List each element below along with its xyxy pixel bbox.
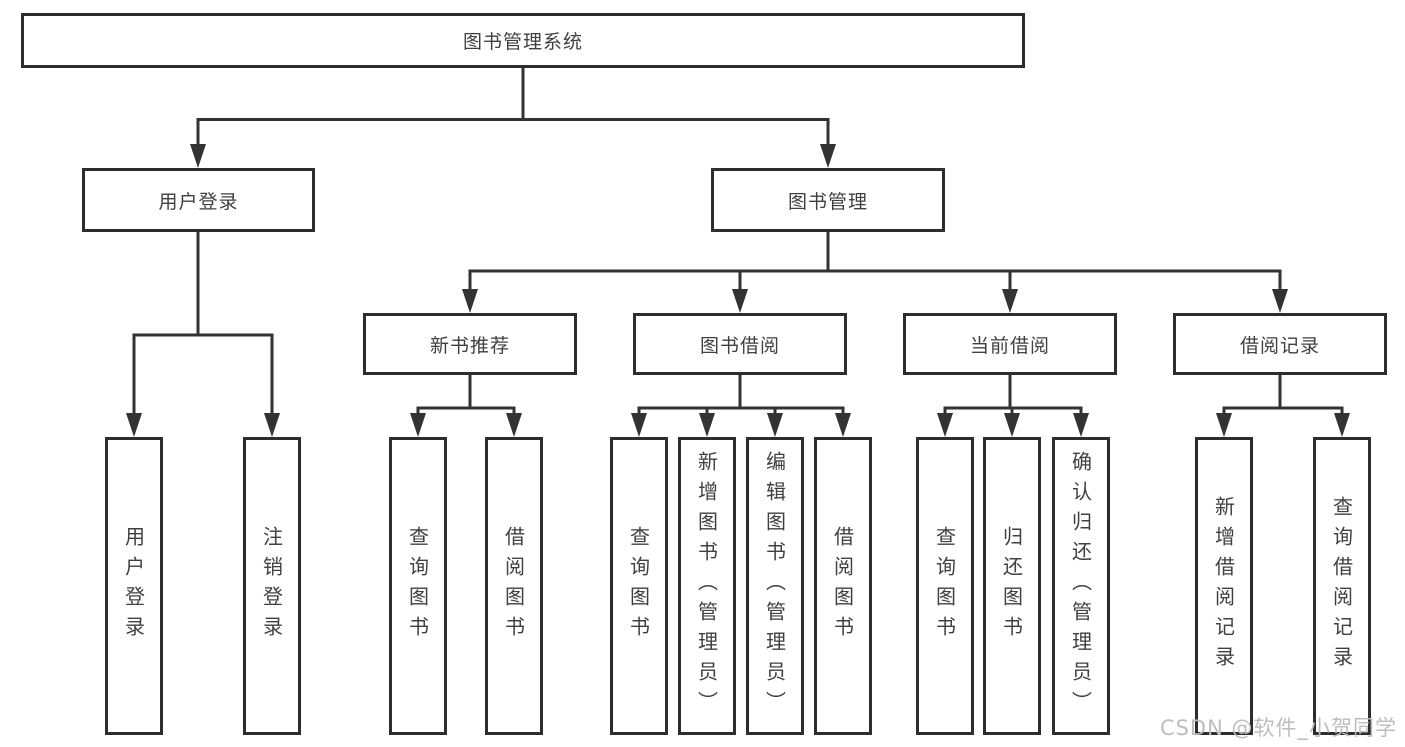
leaf-borrow-book-2-label: 借阅图书 [830,526,855,646]
arrow-down-icon [1216,413,1232,437]
arrow-down-icon [126,413,142,437]
node-borrow-record-label: 借阅记录 [1239,334,1320,357]
leaf-query-book-2-label: 查询图书 [626,526,651,646]
node-new-book-recommend-label: 新书推荐 [429,334,510,357]
arrow-down-icon [410,413,426,437]
node-current-borrow: 当前借阅 [903,313,1117,375]
arrow-down-icon [1004,413,1020,437]
leaf-return-book: 归还图书 [983,437,1041,735]
arrow-down-icon [190,144,206,168]
leaf-confirm-return-admin-label: 确认归还（管理员） [1068,451,1093,721]
arrow-down-icon [506,413,522,437]
node-book-borrow: 图书借阅 [633,313,847,375]
leaf-borrow-book-2: 借阅图书 [814,437,872,735]
leaf-add-book-admin: 新增图书（管理员） [678,437,736,735]
leaf-query-borrow-record-label: 查询借阅记录 [1329,496,1354,676]
arrow-down-icon [1073,413,1089,437]
arrow-down-icon [462,289,478,313]
leaf-query-book-1: 查询图书 [389,437,447,735]
node-book-borrow-label: 图书借阅 [699,334,780,357]
leaf-edit-book-admin: 编辑图书（管理员） [746,437,804,735]
arrow-down-icon [820,144,836,168]
csdn-watermark: CSDN @软件_小贺同学 [1159,716,1397,740]
arrow-down-icon [1272,289,1288,313]
node-book-management-label: 图书管理 [787,190,868,213]
leaf-logout: 注销登录 [243,437,301,735]
node-borrow-record: 借阅记录 [1173,313,1387,375]
leaf-query-book-1-label: 查询图书 [405,526,430,646]
node-root: 图书管理系统 [21,13,1025,68]
arrow-down-icon [631,413,647,437]
leaf-user-login: 用户登录 [105,437,163,735]
arrow-down-icon [699,413,715,437]
node-new-book-recommend: 新书推荐 [363,313,577,375]
arrow-down-icon [835,413,851,437]
arrow-down-icon [732,289,748,313]
leaf-borrow-book-1: 借阅图书 [485,437,543,735]
arrow-down-icon [264,413,280,437]
arrow-down-icon [767,413,783,437]
leaf-confirm-return-admin: 确认归还（管理员） [1052,437,1110,735]
leaf-return-book-label: 归还图书 [999,526,1024,646]
leaf-query-borrow-record: 查询借阅记录 [1313,437,1371,735]
node-user-login: 用户登录 [82,168,315,232]
leaf-add-borrow-record: 新增借阅记录 [1195,437,1253,735]
leaf-add-book-admin-label: 新增图书（管理员） [694,451,719,721]
node-current-borrow-label: 当前借阅 [969,334,1050,357]
leaf-edit-book-admin-label: 编辑图书（管理员） [762,451,787,721]
arrow-down-icon [937,413,953,437]
leaf-query-book-2: 查询图书 [610,437,668,735]
arrow-down-icon [1002,289,1018,313]
leaf-add-borrow-record-label: 新增借阅记录 [1211,496,1236,676]
node-root-label: 图书管理系统 [462,31,583,53]
leaf-user-login-label: 用户登录 [121,526,146,646]
leaf-logout-label: 注销登录 [259,526,284,646]
leaf-query-book-3: 查询图书 [916,437,974,735]
leaf-query-book-3-label: 查询图书 [932,526,957,646]
leaf-borrow-book-1-label: 借阅图书 [501,526,526,646]
node-book-management: 图书管理 [711,168,945,232]
arrow-down-icon [1334,413,1350,437]
node-user-login-label: 用户登录 [158,190,239,213]
